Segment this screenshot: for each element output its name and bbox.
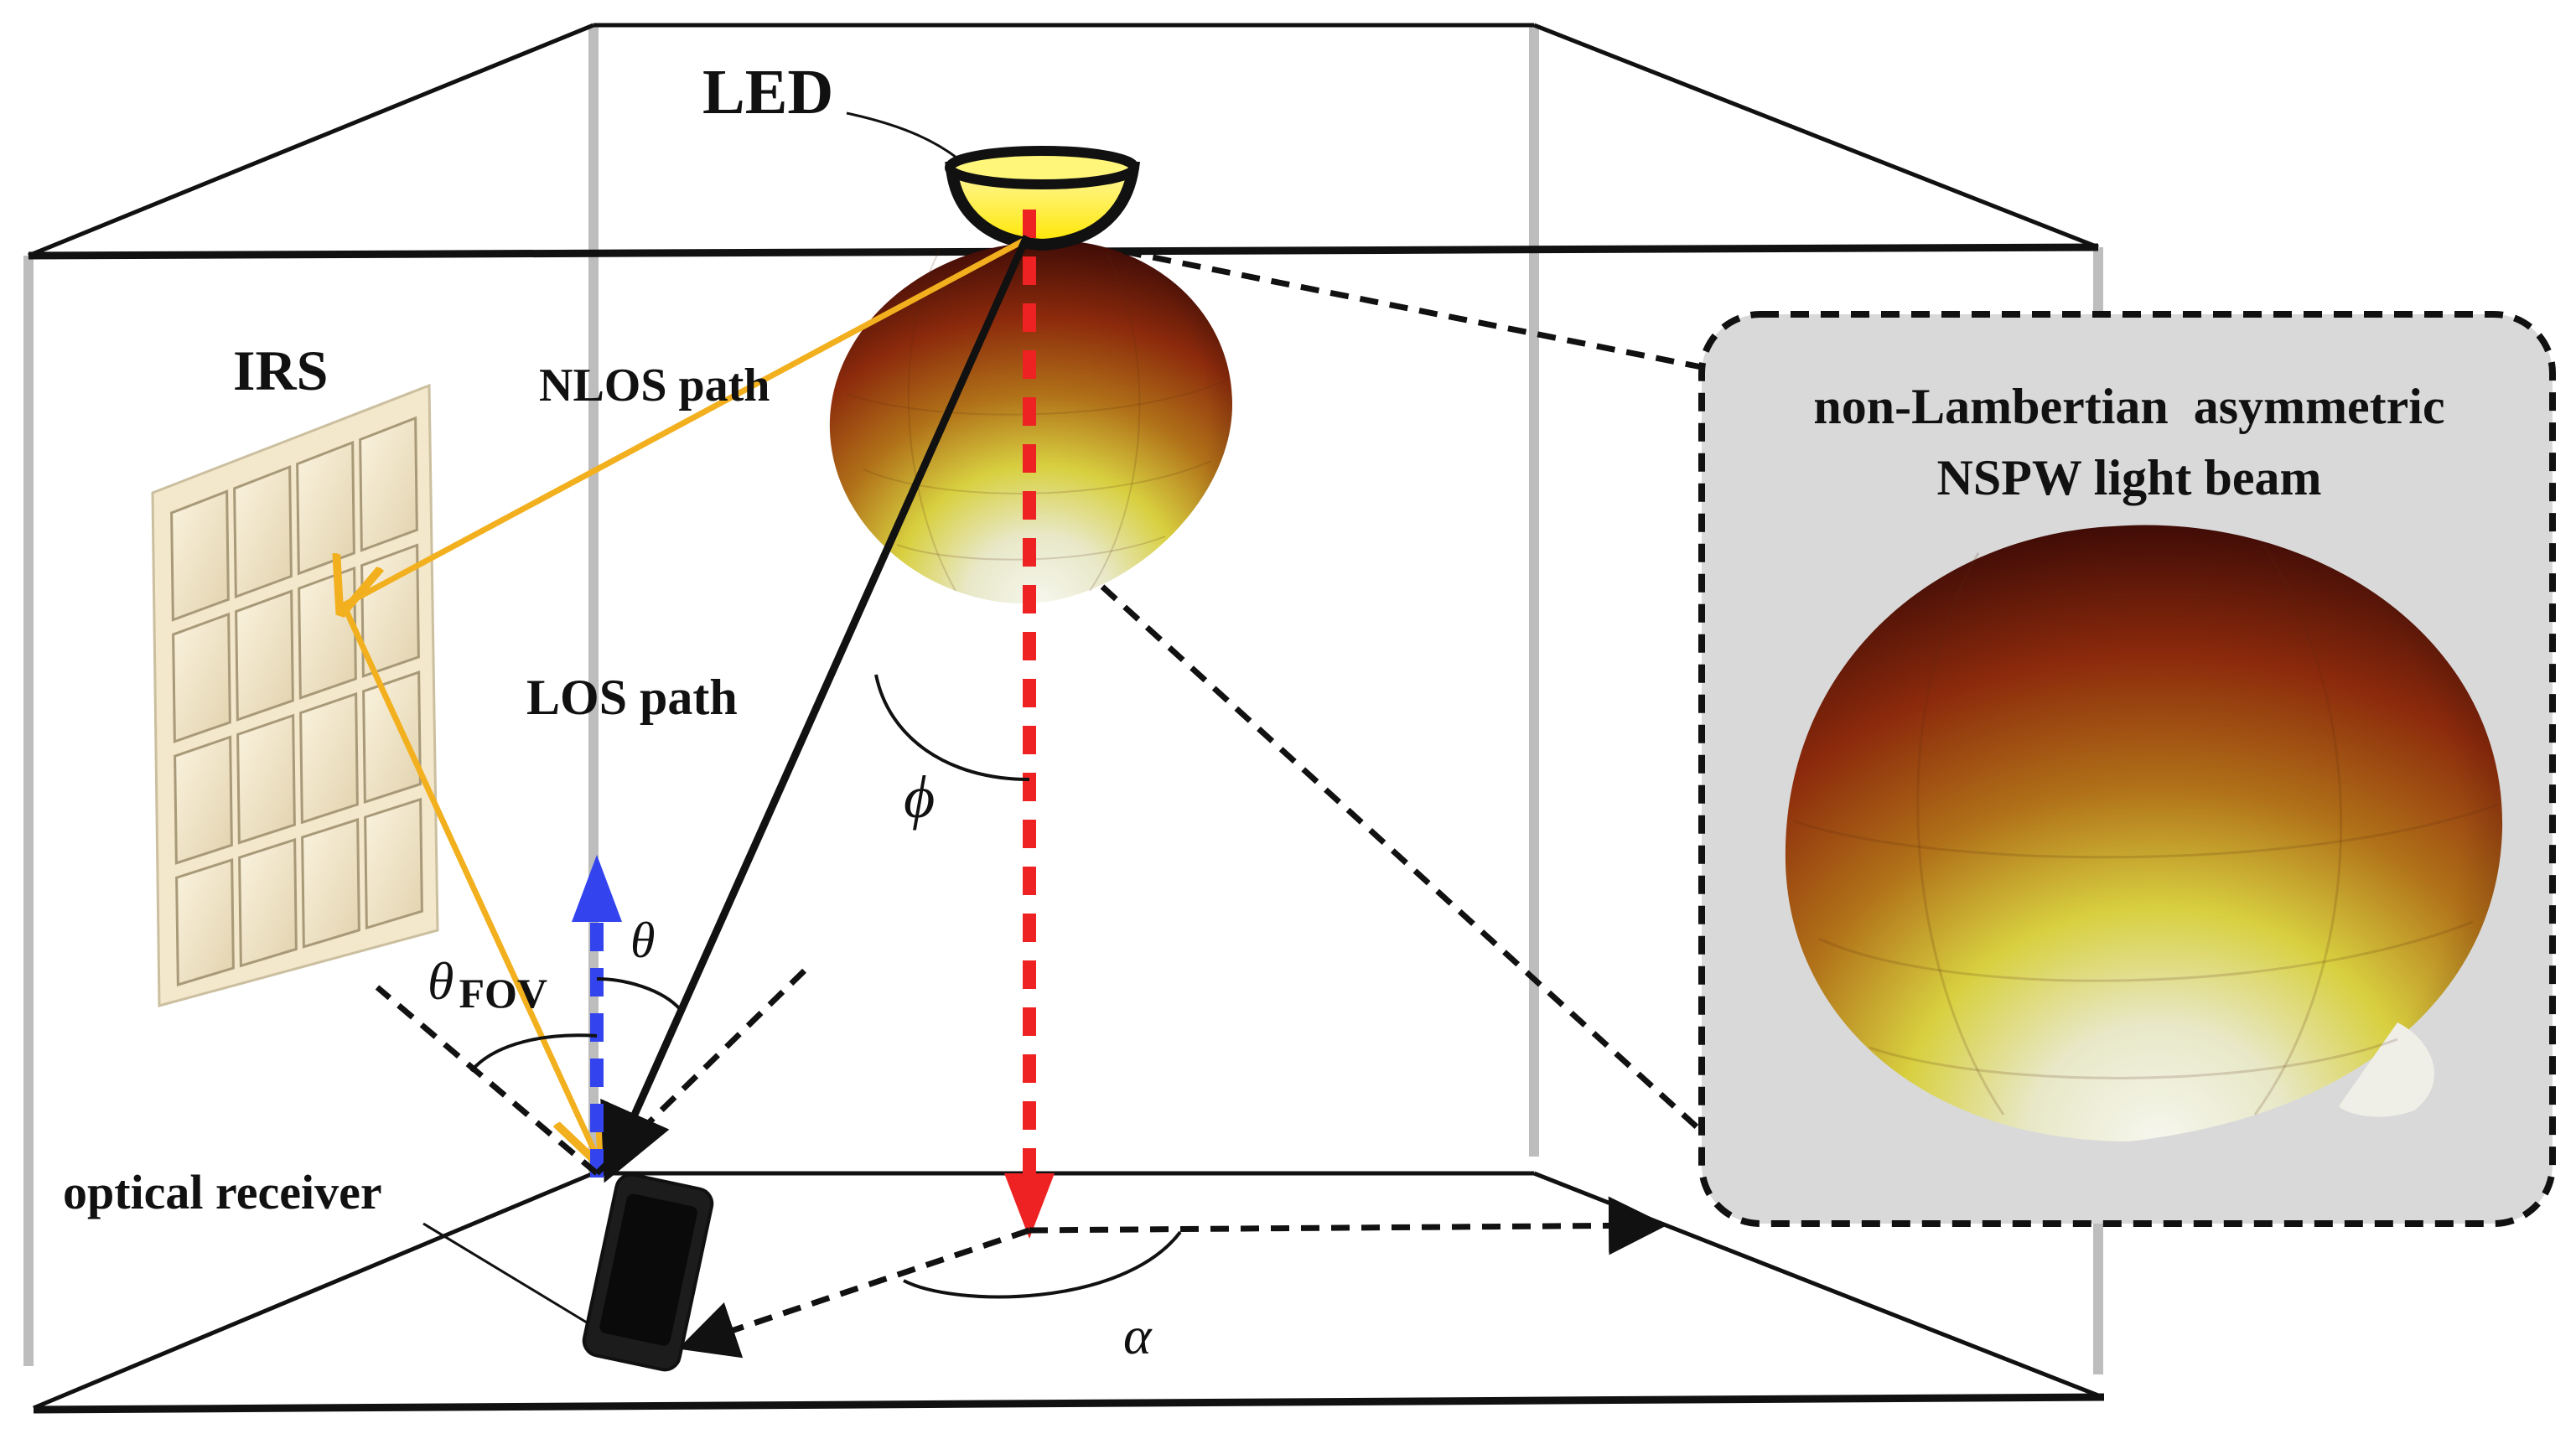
led-label: LED [702, 57, 833, 127]
irs-tile [299, 691, 359, 825]
irs-panel-icon [151, 383, 439, 1007]
floor-front-edge [33, 1393, 2105, 1414]
ceiling-left-edge [28, 23, 594, 258]
irs-tile [235, 589, 294, 722]
inset-title-line2: NSPW light beam [1937, 450, 2322, 505]
irs-tile [359, 416, 418, 552]
theta-fov-subscript: FOV [459, 970, 547, 1017]
irs-tile [301, 817, 360, 949]
los-path-label: LOS path [526, 670, 738, 725]
phi-label: ϕ [904, 763, 935, 831]
inset-connector-top [1122, 248, 1703, 370]
irs-tile [236, 713, 296, 845]
irs-tile [296, 440, 355, 576]
nlos-path-label: NLOS path [539, 360, 770, 412]
beam-inset-panel: non-Lambertian asymmetric NSPW light bea… [1698, 311, 2556, 1227]
floor-direction-arrow-right [1029, 1196, 1667, 1255]
irs-tile [175, 858, 235, 986]
theta-angle-arc [596, 977, 682, 1012]
receiver-normal-arrowhead [572, 855, 622, 922]
alpha-label: α [1123, 1306, 1153, 1365]
ceiling-right-edge [1533, 23, 2099, 250]
phi-angle-arc [874, 674, 1030, 781]
alpha-angle-arc [903, 1230, 1182, 1299]
theta-fov-symbol: θ [428, 951, 454, 1011]
irs-tile [362, 670, 422, 805]
irs-tile [364, 797, 423, 930]
led-label-leader [846, 111, 965, 165]
floor-direction-arrow-left [677, 1227, 1031, 1359]
theta-label: θ [630, 913, 655, 968]
inset-light-beam-lobe-icon [1785, 525, 2503, 1141]
inset-title-line1: non-Lambertian asymmetric [1813, 379, 2444, 434]
irs-tile [298, 566, 357, 700]
irs-tile [174, 735, 233, 865]
floor-left-edge [33, 1171, 594, 1411]
theta-fov-angle-arc [469, 1033, 598, 1073]
led-lamp-icon [945, 146, 1141, 251]
optical-receiver-label: optical receiver [63, 1165, 382, 1219]
smartphone-receiver-icon [582, 1172, 714, 1372]
fov-boundary-left [375, 985, 599, 1176]
nlos-path-line [344, 236, 1029, 1157]
irs-label: IRS [233, 339, 328, 402]
irs-tile [238, 837, 298, 968]
irs-tile [170, 489, 230, 622]
irs-tile [233, 464, 293, 599]
led-axis-arrowhead [1004, 1173, 1055, 1239]
optical-receiver-leader [422, 1222, 588, 1324]
inset-connector-bottom [1100, 584, 1704, 1134]
irs-tile [172, 612, 231, 743]
fov-boundary-right [594, 961, 814, 1176]
los-path-line [600, 235, 1031, 1183]
